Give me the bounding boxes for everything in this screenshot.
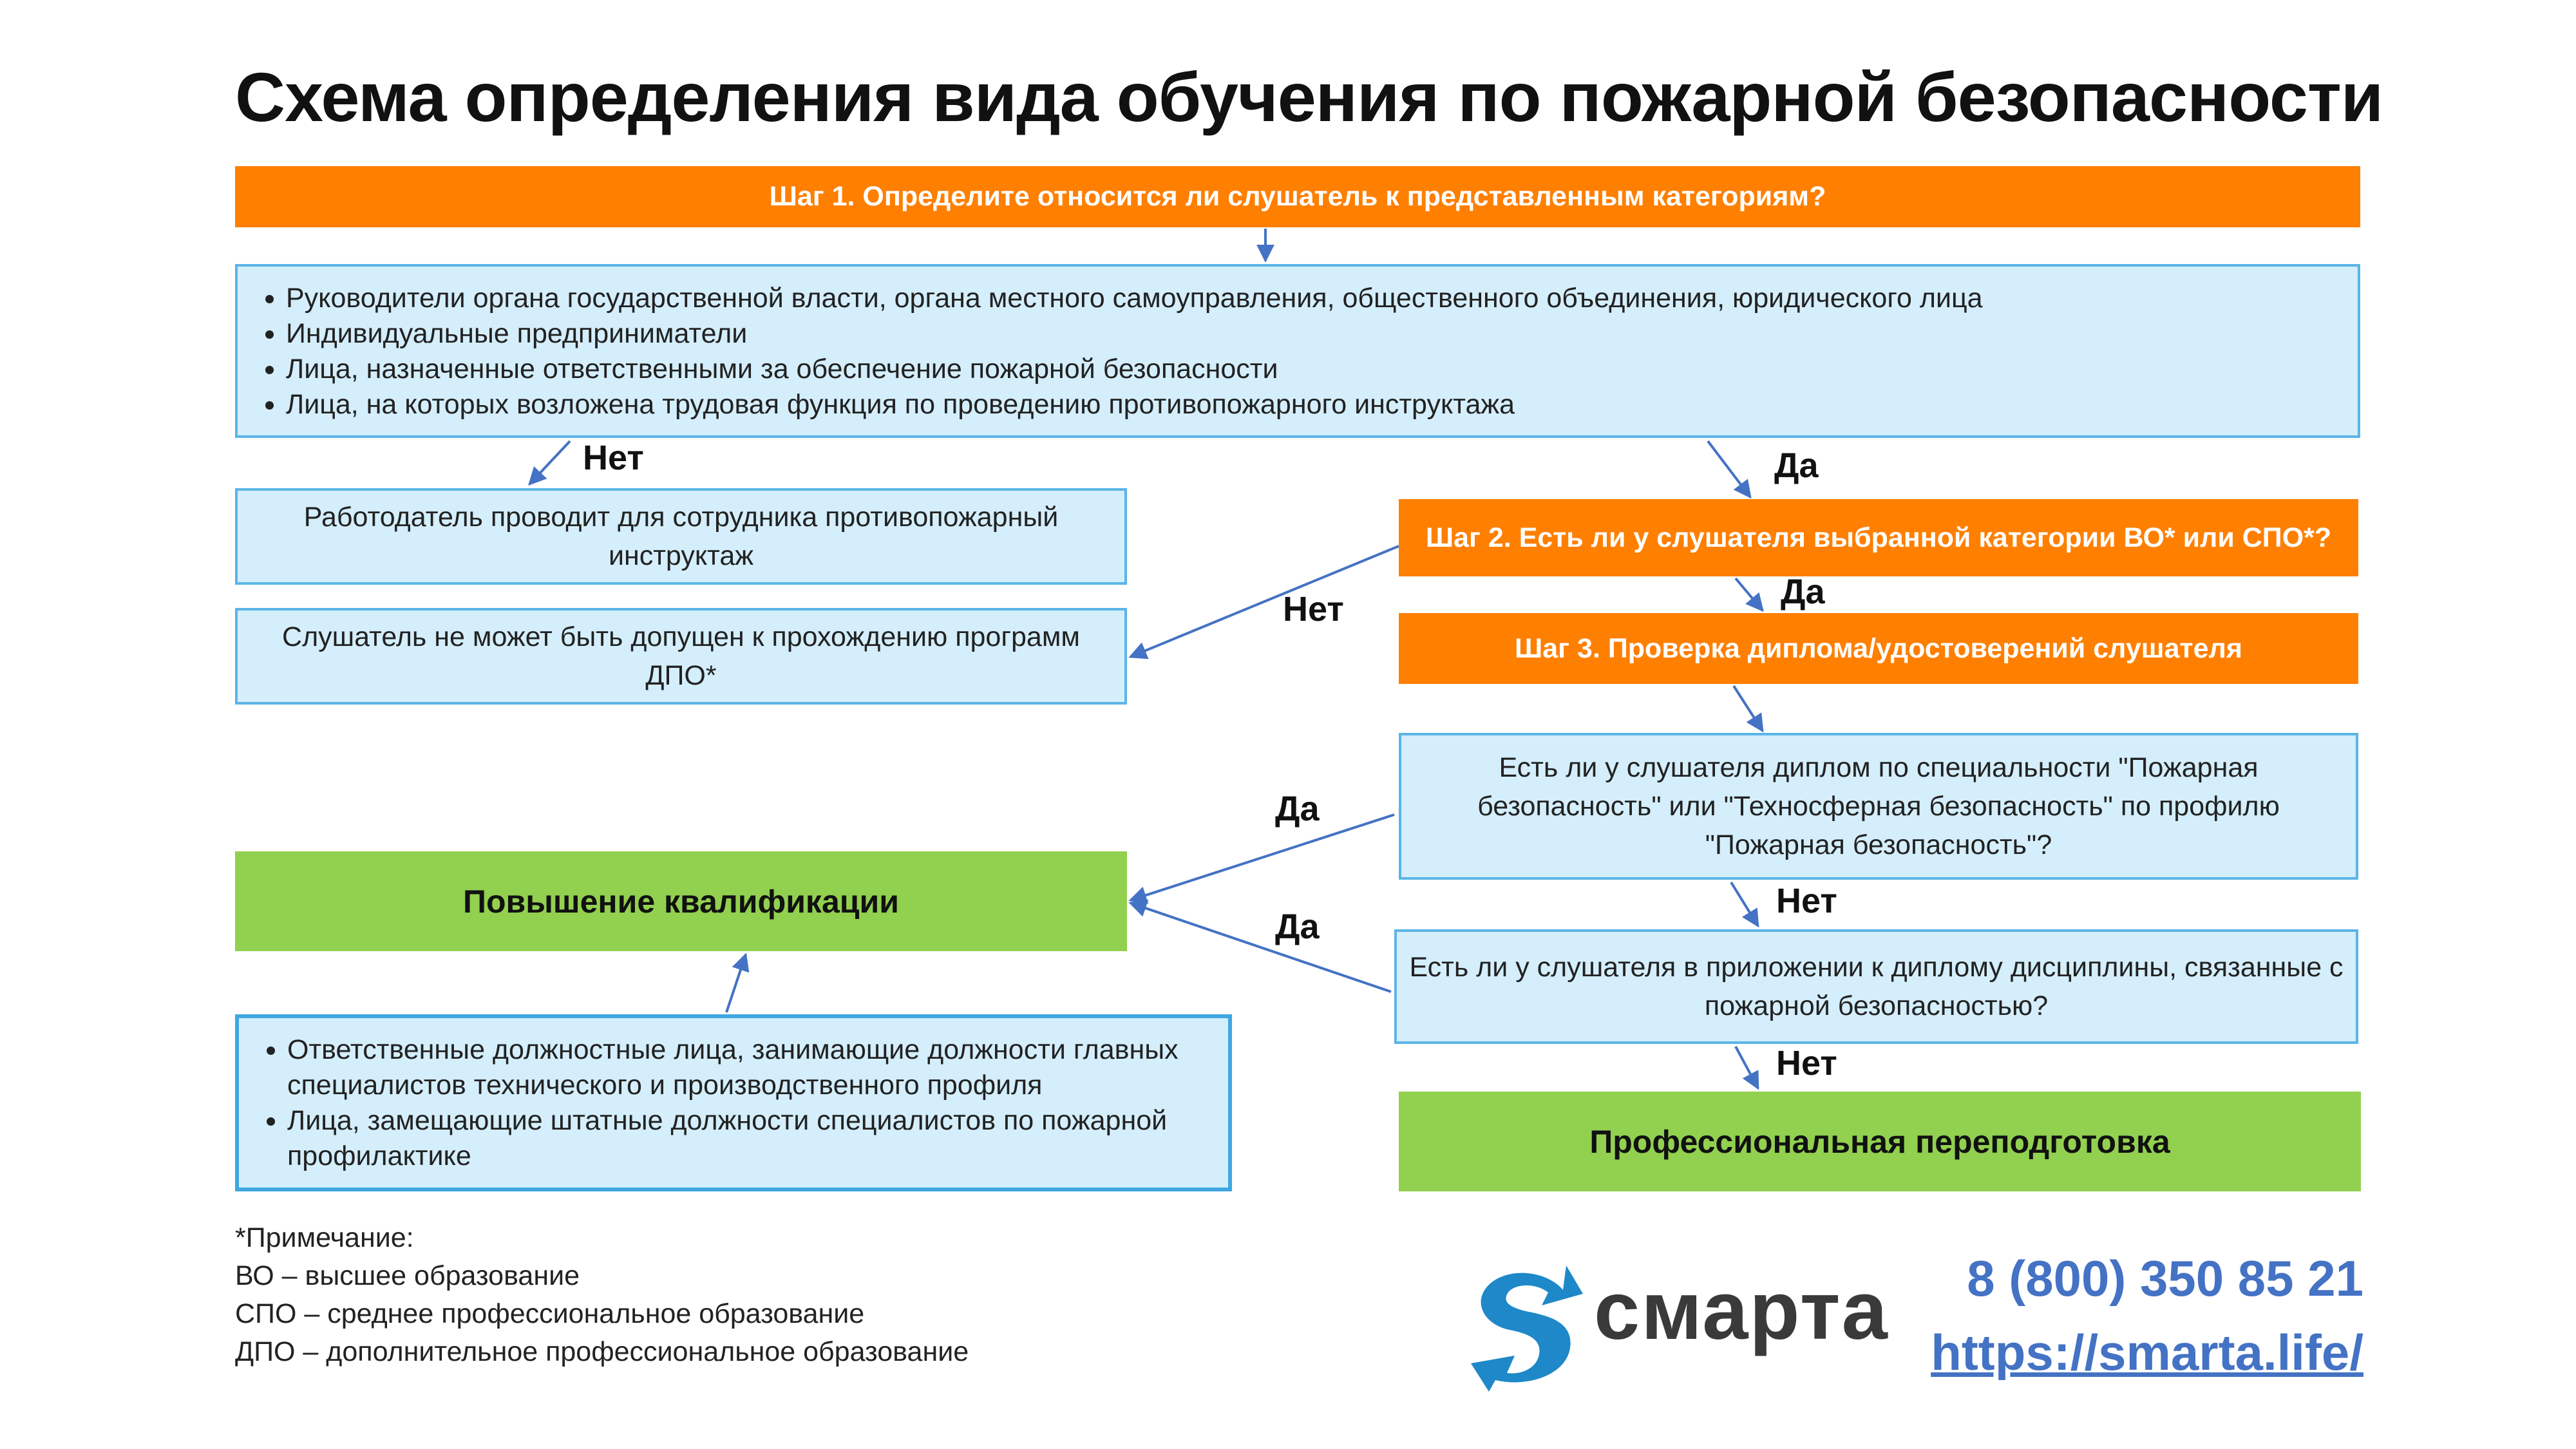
arrow-diploma-yes-to-qualification xyxy=(1128,813,1395,904)
website-link[interactable]: https://smarta.life/ xyxy=(1931,1324,2363,1381)
brand-name: смарта xyxy=(1594,1265,1889,1357)
employer-briefing-box: Работодатель проводит для сотрудника про… xyxy=(235,488,1127,585)
notes: *Примечание: ВО – высшее образование СПО… xyxy=(235,1219,1330,1371)
label-no-step1: Нет xyxy=(583,439,644,477)
retraining-box: Профессиональная переподготовка xyxy=(1399,1092,2361,1191)
step2-header: Шаг 2. Есть ли у слушателя выбранной кат… xyxy=(1399,499,2358,576)
label-no-step2: Нет xyxy=(1283,590,1344,629)
label-yes-disciplines: Да xyxy=(1275,907,1320,946)
arrow-officials-to-qualification xyxy=(725,952,750,1013)
page-title: Схема определения вида обучения по пожар… xyxy=(235,58,2383,136)
diploma-question-box: Есть ли у слушателя диплом по специально… xyxy=(1399,733,2358,880)
note-dpo: ДПО – дополнительное профессиональное об… xyxy=(235,1336,969,1367)
arrow-no-to-employer xyxy=(528,440,571,486)
note-vo: ВО – высшее образование xyxy=(235,1260,580,1291)
arrow-yes-to-step3 xyxy=(1734,577,1764,612)
arrow-no-to-not-admitted xyxy=(1128,545,1399,659)
arrow-yes-to-step2 xyxy=(1707,440,1752,499)
label-yes-step1: Да xyxy=(1774,446,1819,485)
arrow-diploma-no-to-disciplines xyxy=(1730,881,1759,928)
note-spo: СПО – среднее профессиональное образован… xyxy=(235,1298,865,1329)
step1-categories-list: Руководители органа государственной влас… xyxy=(238,281,2358,422)
officials-item-1: Лица, замещающие штатные должности специ… xyxy=(287,1103,1228,1174)
arrow-disciplines-no-to-retraining xyxy=(1734,1046,1759,1090)
step3-header: Шаг 3. Проверка диплома/удостоверений сл… xyxy=(1399,613,2358,684)
label-yes-diploma: Да xyxy=(1275,790,1320,828)
category-item-3: Лица, на которых возложена трудовая функ… xyxy=(286,387,2358,422)
arrow-step3-to-diploma xyxy=(1732,685,1764,733)
step1-header: Шаг 1. Определите относится ли слушатель… xyxy=(235,166,2360,227)
officials-box: Ответственные должностные лица, занимающ… xyxy=(235,1014,1232,1191)
label-no-disciplines: Нет xyxy=(1776,1044,1837,1083)
officials-list: Ответственные должностные лица, занимающ… xyxy=(239,1032,1228,1174)
step1-categories-box: Руководители органа государственной влас… xyxy=(235,264,2360,438)
disciplines-question-box: Есть ли у слушателя в приложении к дипло… xyxy=(1394,929,2358,1044)
notes-heading: *Примечание: xyxy=(235,1222,414,1253)
phone-number[interactable]: 8 (800) 350 85 21 xyxy=(1967,1250,2363,1307)
arrow-disciplines-yes-to-qualification xyxy=(1128,899,1392,993)
not-admitted-box: Слушатель не может быть допущен к прохож… xyxy=(235,608,1127,705)
category-item-2: Лица, назначенные ответственными за обес… xyxy=(286,352,2358,387)
category-item-0: Руководители органа государственной влас… xyxy=(286,281,2358,316)
label-yes-step2: Да xyxy=(1781,573,1825,611)
smarta-s-logo-icon xyxy=(1457,1265,1586,1394)
category-item-1: Индивидуальные предприниматели xyxy=(286,316,2358,352)
qualification-box: Повышение квалификации xyxy=(235,851,1127,951)
officials-item-0: Ответственные должностные лица, занимающ… xyxy=(287,1032,1228,1103)
label-no-diploma: Нет xyxy=(1776,882,1837,920)
